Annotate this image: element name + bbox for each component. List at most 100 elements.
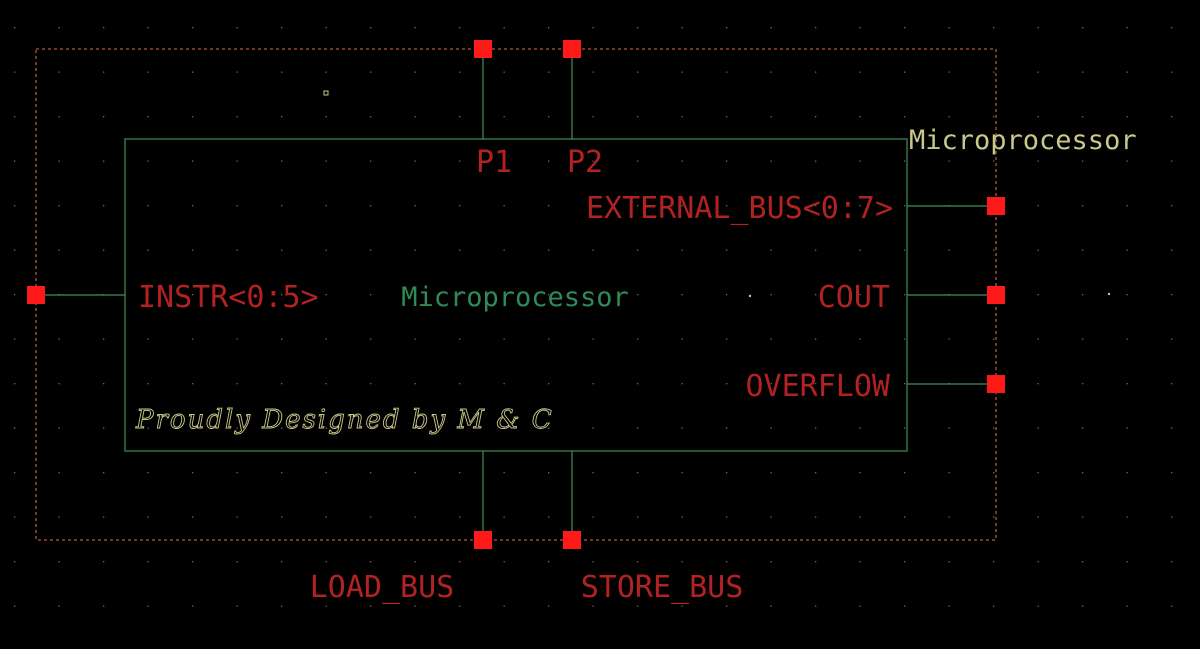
grid-dot: [103, 116, 105, 118]
grid-dot: [236, 27, 238, 29]
grid-dot: [192, 71, 194, 73]
grid-dot: [103, 561, 105, 563]
grid-dot: [192, 383, 194, 385]
grid-dot: [993, 472, 995, 474]
grid-dot: [904, 605, 906, 607]
grid-dot: [859, 472, 861, 474]
grid-dot: [192, 27, 194, 29]
grid-dot: [681, 205, 683, 207]
grid-dot: [993, 427, 995, 429]
pin-square-p1[interactable]: [474, 40, 492, 58]
instance-label: Microprocessor: [909, 125, 1137, 156]
grid-dot: [414, 249, 416, 251]
grid-dot: [592, 71, 594, 73]
grid-dot: [859, 27, 861, 29]
grid-dot: [770, 71, 772, 73]
grid-dot: [637, 249, 639, 251]
grid-dot: [503, 516, 505, 518]
grid-dot: [459, 249, 461, 251]
grid-dot: [637, 427, 639, 429]
pin-squares[interactable]: [27, 40, 1005, 549]
grid-dot: [1126, 516, 1128, 518]
pin-square-load-bus[interactable]: [474, 531, 492, 549]
grid-dot: [1171, 472, 1173, 474]
grid-dot: [414, 27, 416, 29]
grid-dot: [1082, 338, 1084, 340]
grid-dot: [993, 561, 995, 563]
grid-dot: [147, 116, 149, 118]
grid-dot: [1082, 383, 1084, 385]
grid-dot: [414, 427, 416, 429]
grid-dot: [192, 116, 194, 118]
grid-dot: [147, 427, 149, 429]
grid-dot: [14, 472, 16, 474]
grid-dot: [281, 294, 283, 296]
grid-dot: [325, 27, 327, 29]
grid-dot: [548, 294, 550, 296]
pin-square-cout[interactable]: [987, 286, 1005, 304]
grid-dot: [14, 338, 16, 340]
grid-dot: [770, 27, 772, 29]
pin-square-p2[interactable]: [563, 40, 581, 58]
grid-dot: [459, 205, 461, 207]
grid-dot: [14, 27, 16, 29]
grid-dot: [637, 71, 639, 73]
grid-dot: [637, 116, 639, 118]
grid-dot: [1126, 294, 1128, 296]
grid-dot: [236, 427, 238, 429]
grid-dot: [681, 160, 683, 162]
grid-dot: [325, 116, 327, 118]
grid-dot: [770, 472, 772, 474]
grid-dot: [904, 516, 906, 518]
grid-dot: [726, 516, 728, 518]
grid-dot: [414, 338, 416, 340]
grid-dot: [236, 472, 238, 474]
grid-dot: [281, 516, 283, 518]
grid-dot: [147, 338, 149, 340]
grid-dot: [1126, 116, 1128, 118]
grid-dot: [503, 71, 505, 73]
grid-dot: [281, 472, 283, 474]
grid-dot: [548, 116, 550, 118]
grid-dot: [1126, 472, 1128, 474]
grid-dot: [325, 561, 327, 563]
grid-dot: [414, 160, 416, 162]
grid-dot: [815, 205, 817, 207]
grid-dot: [726, 338, 728, 340]
grid-dot: [859, 116, 861, 118]
grid-dot: [147, 205, 149, 207]
grid-dot: [1171, 605, 1173, 607]
pin-square-store-bus[interactable]: [563, 531, 581, 549]
grid-dot: [993, 160, 995, 162]
grid-dot: [281, 427, 283, 429]
grid-dot: [681, 383, 683, 385]
grid-dot: [14, 116, 16, 118]
grid-dot: [1037, 27, 1039, 29]
grid-dot: [770, 383, 772, 385]
grid-dot: [1082, 27, 1084, 29]
grid-dot: [1171, 27, 1173, 29]
grid-dot: [948, 338, 950, 340]
pin-square-overflow[interactable]: [987, 375, 1005, 393]
grid-dot: [1082, 294, 1084, 296]
grid-dot: [325, 605, 327, 607]
grid-dot: [904, 427, 906, 429]
grid-dot: [948, 516, 950, 518]
grid-dot: [503, 338, 505, 340]
grid-dot: [815, 472, 817, 474]
grid-dot: [1126, 427, 1128, 429]
grid-dot: [503, 427, 505, 429]
grid-dot: [192, 205, 194, 207]
pin-square-instr[interactable]: [27, 286, 45, 304]
grid-dot: [637, 516, 639, 518]
pin-square-external-bus[interactable]: [987, 197, 1005, 215]
grid-dot: [592, 472, 594, 474]
grid-dot: [859, 338, 861, 340]
grid-dot: [815, 294, 817, 296]
grid-dot: [192, 427, 194, 429]
grid-dot: [681, 116, 683, 118]
grid-dot: [325, 160, 327, 162]
grid-dot: [904, 561, 906, 563]
